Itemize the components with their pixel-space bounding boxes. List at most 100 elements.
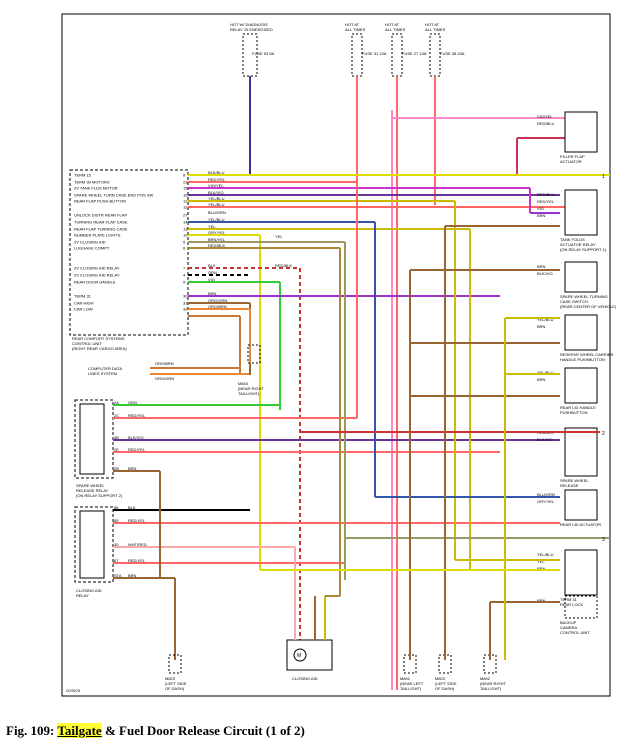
wire-label: BRN [128, 573, 137, 578]
pin-number: 30 [183, 294, 188, 299]
pin-number: 5 [183, 240, 186, 245]
pin-function-label: LUGGAGE COMPT [74, 246, 110, 251]
wire-label: BRN [537, 377, 546, 382]
pin-function-label: CAN LOW [74, 307, 93, 312]
svg-text:CLOSING AID: CLOSING AID [292, 676, 318, 681]
svg-text:CLOSING AID: CLOSING AID [76, 588, 102, 593]
svg-text:OF DASH): OF DASH) [435, 686, 455, 691]
wire-label: YEL [208, 224, 216, 229]
svg-text:OF DASH): OF DASH) [165, 686, 185, 691]
svg-text:(LEFT SIDE: (LEFT SIDE [165, 681, 187, 686]
component-label: HANDLE PUSHBUTTON [560, 357, 605, 362]
fuse-box [351, 33, 363, 77]
wire-label: YEL [537, 559, 545, 564]
wire-label: ORG/GRN [208, 298, 227, 303]
wire-label: ORG/GRN [155, 376, 174, 381]
wire-label: BLK/VIO [128, 435, 144, 440]
fuse-id: FUSE 38 20A [440, 51, 465, 56]
wire-label: YEL/BLU [208, 196, 225, 201]
ground-m840: M840 (NEAR RIGHT TAILLIGHT) [238, 344, 265, 396]
caption-suffix: & Fuel Door Release Circuit (1 of 2) [101, 723, 305, 738]
wire-label: GRY/YEL [537, 499, 555, 504]
fuse-title: HOT AT [345, 22, 360, 27]
relay-pin-number: 30 [114, 542, 119, 547]
wire-label: RED/BLK [275, 263, 292, 268]
component-label: ACTUATOR [560, 159, 582, 164]
pin-number: 23 [183, 180, 188, 185]
component-label: ACTUATOR RELAY [560, 242, 596, 247]
diagram-id: G29075 [66, 688, 81, 693]
pin-number: 14 [183, 220, 188, 225]
wire-label: YEL/BLU [537, 370, 554, 375]
wire-label: BLK/VIO [537, 271, 553, 276]
svg-text:(ON RELAY SUPPORT 2): (ON RELAY SUPPORT 2) [76, 493, 123, 498]
wire-label: BRN [128, 466, 137, 471]
caption-prefix: Fig. 109: [6, 723, 58, 738]
svg-text:TAILLIGHT): TAILLIGHT) [238, 391, 260, 396]
wire-label: BRN [208, 291, 217, 296]
fuse-title: ALL TIMES [385, 27, 406, 32]
component-label: PUSHBUTTON [560, 410, 588, 415]
component-label: REAR LOCK [560, 602, 583, 607]
fuse-id: FUSE 27 10A [402, 51, 427, 56]
pin-number: 7 [183, 266, 186, 271]
wire-label: RED/YEL [208, 177, 226, 182]
component-label: CONTROL UNIT [560, 630, 590, 635]
wire-label: YEL/BLU [537, 317, 554, 322]
pin-function-label: TERM 15 [74, 173, 92, 178]
svg-text:M842: M842 [480, 676, 491, 681]
component-label: (ON RELAY SUPPORT 1) [560, 247, 607, 252]
pin-function-label: TURNING REAR FLAP CASE [74, 220, 128, 225]
component-label: BACKUP [560, 620, 577, 625]
svg-text:M841: M841 [400, 676, 411, 681]
component-label: SPARE WHEEL [560, 478, 589, 483]
svg-text:RELEASE RELAY: RELEASE RELAY [76, 488, 109, 493]
pin-number: 11 [183, 205, 188, 210]
svg-text:M840: M840 [238, 381, 249, 386]
wire-label: BLK/BLU [208, 170, 225, 175]
relay-pin-number: 87 [114, 558, 119, 563]
wire-label: BLU/GRN [208, 210, 226, 215]
pin-function-label: REAR FLAP PUSH BUTTON [74, 199, 126, 204]
closing-aid-relay: CLOSING AID RELAY [74, 506, 114, 598]
wire-label: BRN [537, 213, 546, 218]
fuse-title: ALL TIMES [345, 27, 366, 32]
fuse-box [429, 33, 441, 77]
wire-label: RED/YEL [537, 199, 555, 204]
fuse-title: HOT AT [425, 22, 440, 27]
continuation-mark: 2 [602, 431, 605, 437]
unit-label: (RIGHT REAR CARGO AREA) [72, 346, 127, 351]
svg-text:M823: M823 [435, 676, 446, 681]
component-label: FILLER FLAP [560, 154, 585, 159]
svg-text:(LEFT SIDE: (LEFT SIDE [435, 681, 457, 686]
fuse-27: HOT AT ALL TIMES FUSE 27 10A [385, 22, 427, 77]
wire-label: BLK/VIO [208, 190, 224, 195]
fuse-title: HOT W/ DIAGNOSIS [230, 22, 268, 27]
fuse-title: ALL TIMES [425, 27, 446, 32]
component-label: TANK FOLDS [560, 237, 585, 242]
svg-text:(NEAR LEFT: (NEAR LEFT [400, 681, 424, 686]
wire-label: GRN [208, 270, 217, 275]
component-label: TERM 31 [560, 597, 578, 602]
pin-number: 16 [183, 193, 188, 198]
diagram-frame [61, 13, 611, 697]
relay-pin-number: 3B [114, 435, 119, 440]
component-label: RELEASE [560, 483, 579, 488]
svg-text:TAILLIGHT): TAILLIGHT) [480, 686, 502, 691]
wire-label: BLK [208, 263, 216, 268]
relay-pin-number: 2A [114, 400, 119, 405]
component-label: REAR LID ACTUATOR [560, 522, 601, 527]
pin-function-label: 2V CLOSING AID RELAY [74, 273, 120, 278]
wire-label: YEL/BLU [208, 217, 225, 222]
pin-function-label: REAR FLAP TURNING CASE [74, 227, 128, 232]
component-5: SPARE WHEELRELEASERED/BLKBLK/VIO [537, 427, 598, 488]
wire-label: RED/BLU [537, 121, 554, 126]
svg-text:(NEAR RIGHT: (NEAR RIGHT [238, 386, 265, 391]
